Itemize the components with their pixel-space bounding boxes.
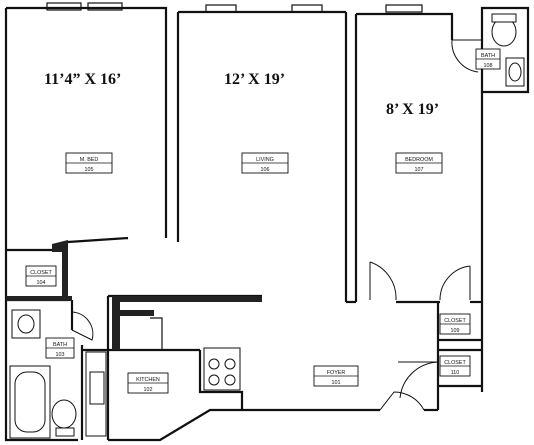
room-name: BEDROOM [405, 157, 433, 163]
room-name: CLOSET [444, 318, 466, 324]
room-name: CLOSET [444, 360, 466, 366]
wall [6, 296, 72, 301]
door-swing [451, 39, 482, 73]
room-tag-foyer: FOYER 101 [313, 365, 359, 387]
stove-burner [208, 374, 220, 386]
door-swing [398, 361, 439, 399]
room-tag-bath-103: BATH 103 [45, 337, 75, 359]
room-tag-closet-109: CLOSET 109 [439, 313, 471, 335]
toilet-tank [55, 427, 75, 437]
wall [108, 408, 242, 442]
room-name: M. BED [80, 157, 99, 163]
room-name: LIVING [256, 157, 274, 163]
window [87, 2, 123, 11]
room-number: 101 [332, 380, 341, 386]
room-tag-master-bed: M. BED 105 [65, 152, 113, 174]
wall [112, 296, 262, 302]
living-dimensions: 12’ X 19’ [224, 71, 285, 88]
room-tag-closet-110: CLOSET 110 [439, 355, 471, 377]
window [385, 4, 423, 13]
room-tag-bedroom: BEDROOM 107 [395, 152, 443, 174]
door-swing [71, 311, 94, 341]
room-number: 107 [415, 167, 424, 173]
master-bedroom-dimensions: 11’4” X 16’ [44, 71, 121, 88]
sink-basin [508, 62, 522, 82]
stove-burner [224, 374, 236, 386]
wall [6, 6, 168, 238]
kitchen-sink [89, 371, 105, 405]
room-tag-closet-104: CLOSET 104 [25, 265, 57, 287]
bedroom-dimensions: 8’ X 19’ [386, 101, 439, 118]
room-tag-living: LIVING 106 [241, 152, 289, 174]
door-swing [369, 261, 397, 301]
room-number: 102 [144, 387, 153, 393]
wall [52, 240, 68, 296]
toilet [51, 399, 77, 429]
wall [356, 12, 454, 40]
fixtures [9, 13, 525, 439]
room-number: 108 [484, 63, 493, 69]
wall [198, 350, 244, 410]
room-number: 104 [37, 280, 46, 286]
wall [120, 310, 154, 316]
door-swing [439, 265, 471, 301]
room-number: 103 [56, 352, 65, 358]
doors [71, 39, 482, 411]
room-number: 109 [451, 328, 460, 334]
window [46, 2, 82, 11]
door-frame [150, 317, 163, 350]
bathtub-basin [14, 371, 46, 433]
room-number: 105 [85, 167, 94, 173]
stove-burner [208, 358, 220, 370]
room-number: 110 [451, 370, 460, 376]
sink-basin [17, 314, 35, 334]
room-name: CLOSET [30, 270, 52, 276]
stove-burner [224, 358, 236, 370]
room-name: KITCHEN [136, 377, 160, 383]
room-number: 106 [261, 167, 270, 173]
wall [112, 302, 120, 350]
stove [203, 347, 241, 391]
room-name: FOYER [327, 370, 346, 376]
room-tag-bath-108: BATH 108 [475, 48, 501, 70]
wall [67, 236, 129, 244]
windows [46, 2, 423, 13]
wall [4, 300, 78, 442]
toilet-tank [491, 13, 517, 23]
room-name: BATH [53, 342, 67, 348]
room-tag-kitchen: KITCHEN 102 [127, 372, 169, 394]
room-name: BATH [481, 53, 495, 59]
door-swing [379, 391, 425, 411]
hatched-walls [6, 240, 262, 358]
